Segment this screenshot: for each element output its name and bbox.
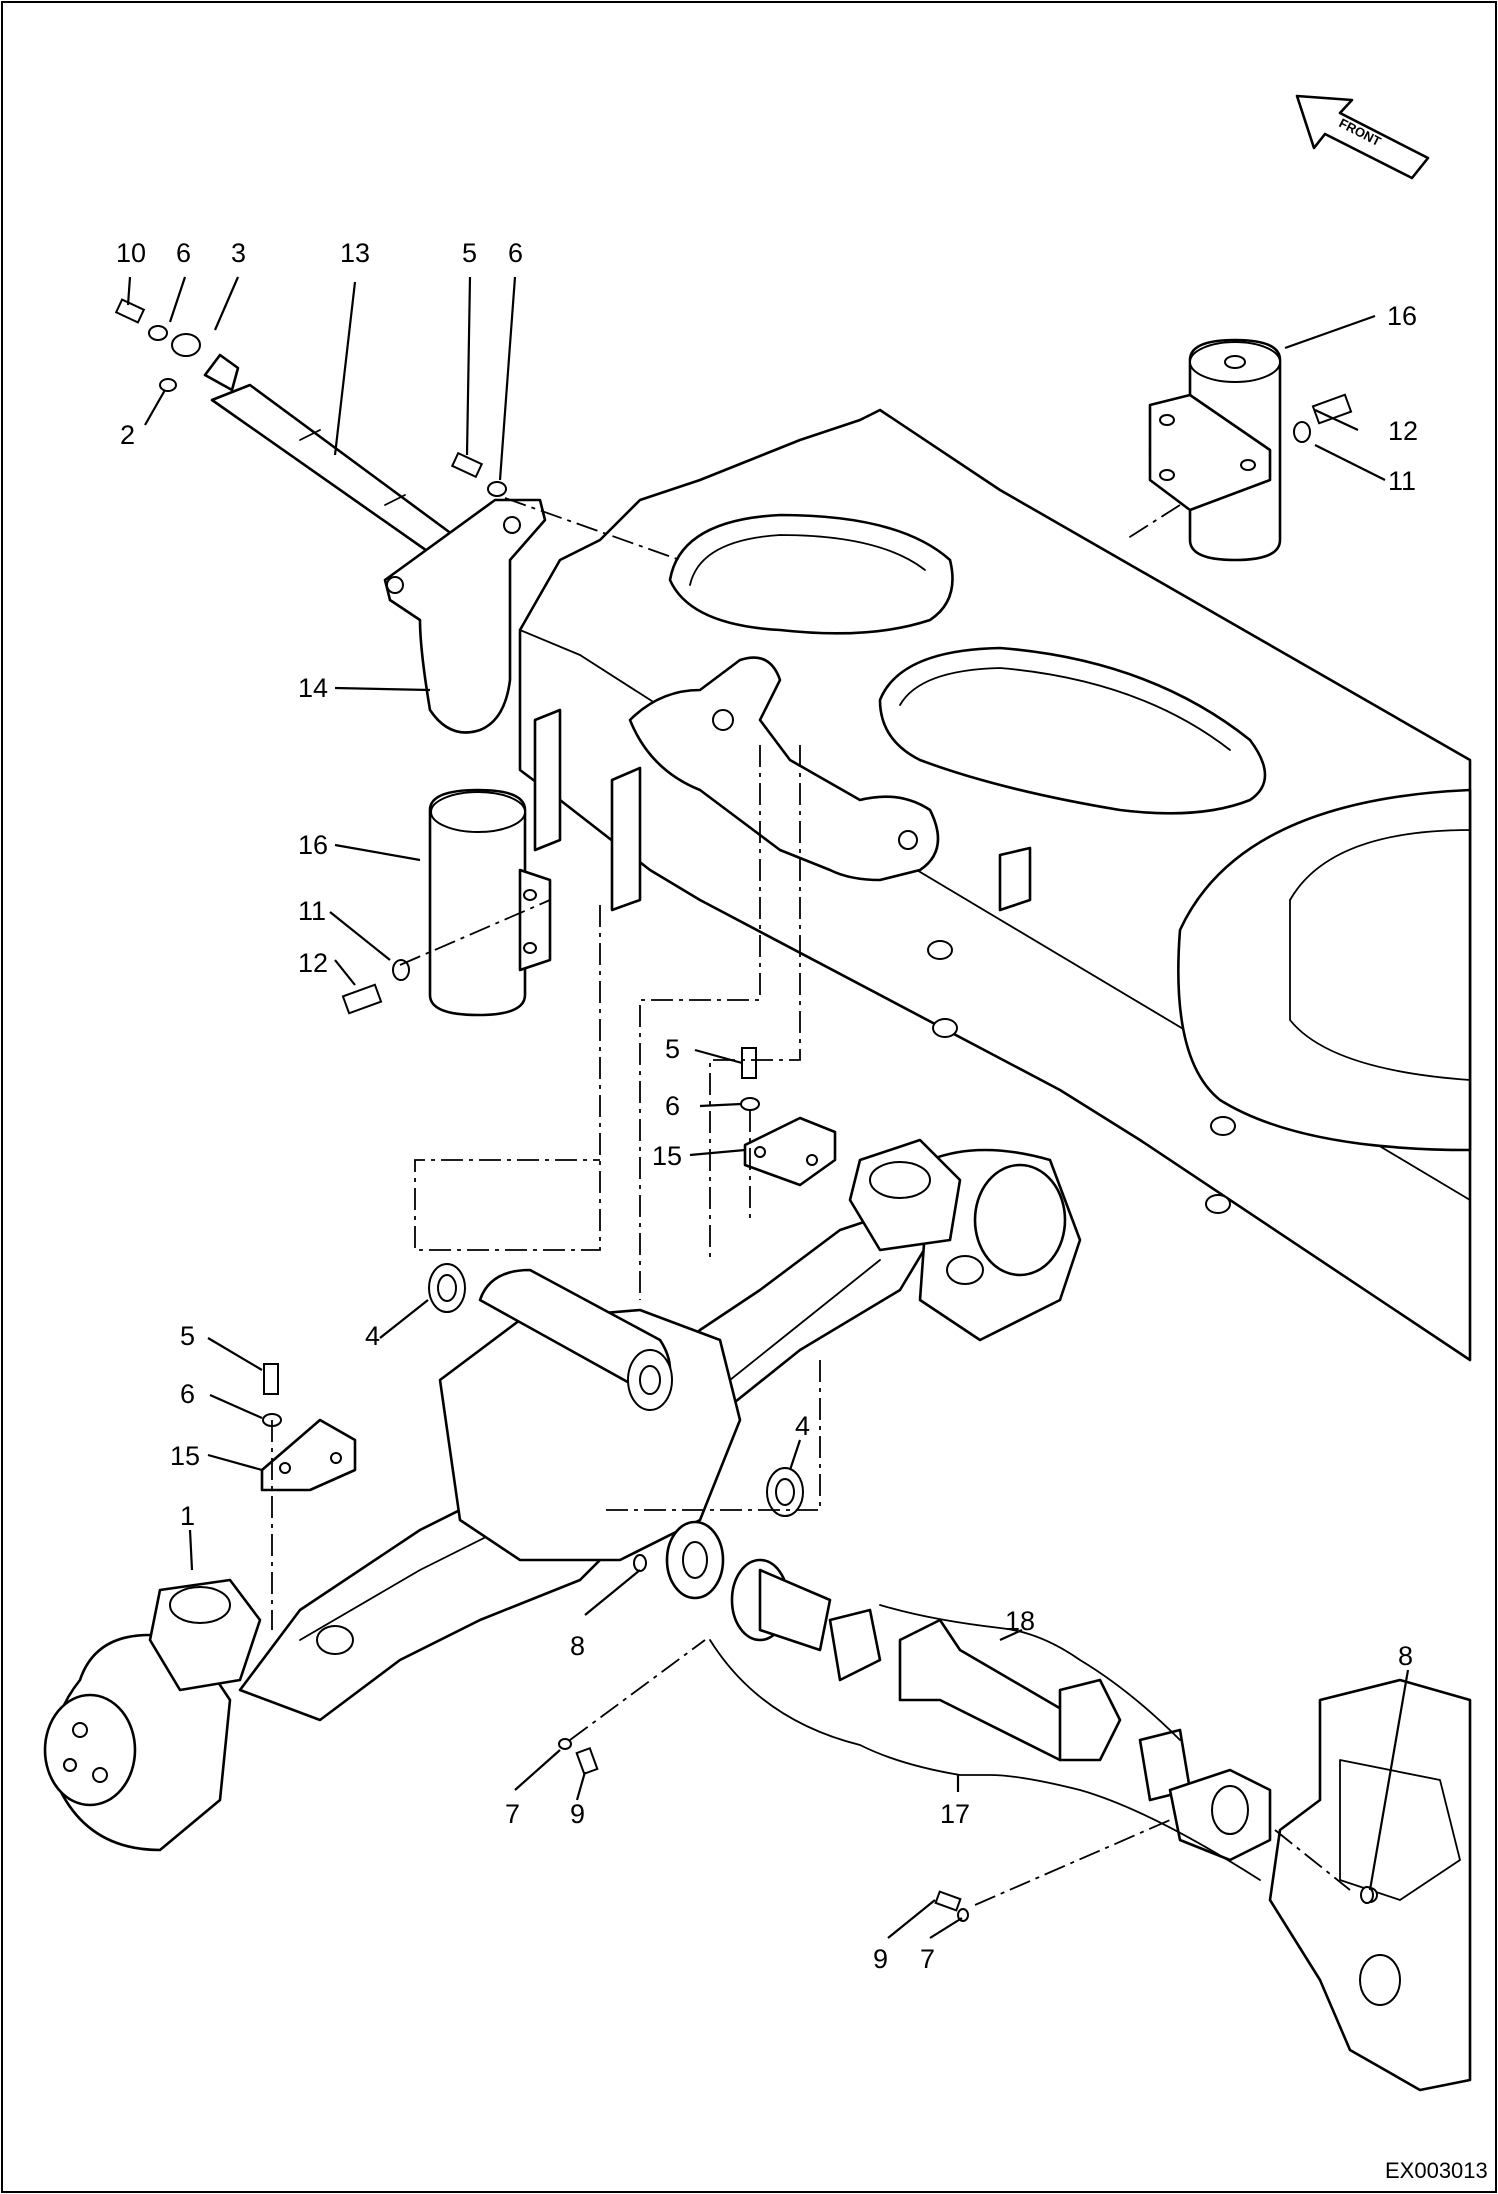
callout-17: 17: [940, 1799, 970, 1829]
callout-8: 8: [1398, 1641, 1413, 1671]
front-axle-1: [43, 1138, 1082, 1852]
callout-12: 12: [298, 948, 328, 978]
bolt-12-left: [341, 959, 410, 1015]
callout-16: 16: [1387, 301, 1417, 331]
callout-7: 7: [920, 1944, 935, 1974]
callout-5: 5: [462, 238, 477, 268]
callout-12: 12: [1388, 416, 1418, 446]
drive-shaft-18: [730, 1558, 1192, 1802]
washer-and-bolt-set-left: [114, 298, 201, 392]
callout-6: 6: [508, 238, 523, 268]
bolt-5-top: [450, 451, 507, 497]
callout-11: 11: [298, 896, 326, 926]
callout-8: 8: [570, 1631, 585, 1661]
front-direction-arrow-icon: FRONT: [1295, 94, 1430, 180]
callout-10: 10: [116, 238, 146, 268]
leader-lines: [126, 276, 1410, 1939]
callout-4: 4: [795, 1411, 810, 1441]
callout-6: 6: [180, 1379, 195, 1409]
callout-2: 2: [120, 420, 135, 450]
assembly-guide-lines: [271, 497, 1351, 1906]
callout-labels: 10 6 3 13 5 6 2 14 16 12 11 16 11 12 5 6…: [116, 238, 1418, 1974]
callout-3: 3: [231, 238, 246, 268]
washer-8-left: [633, 1554, 647, 1572]
callout-15: 15: [652, 1141, 682, 1171]
bracket-14: [383, 498, 547, 734]
callout-5: 5: [180, 1321, 195, 1351]
bolt-9-right: [934, 1890, 969, 1922]
callout-9: 9: [570, 1799, 585, 1829]
assembly-brace-17: [709, 1639, 1261, 1881]
bolt-12-right: [1293, 393, 1353, 443]
callout-18: 18: [1005, 1606, 1035, 1636]
callout-15: 15: [170, 1441, 200, 1471]
callout-7: 7: [505, 1799, 520, 1829]
cylinder-16-left: [428, 788, 552, 1017]
bolt-9-left: [558, 1738, 599, 1776]
callout-11: 11: [1388, 466, 1416, 496]
callout-16: 16: [298, 830, 328, 860]
callout-9: 9: [873, 1944, 888, 1974]
cover-plate-15-upper: [743, 1116, 837, 1187]
washer-8-right: [1360, 1886, 1374, 1904]
pin-13: [203, 353, 463, 562]
callout-5: 5: [665, 1034, 680, 1064]
cylinder-16-right: [1148, 338, 1282, 562]
bolt-5-left: [262, 1363, 282, 1427]
callout-1: 1: [180, 1501, 195, 1531]
callout-6: 6: [176, 238, 191, 268]
callout-4: 4: [365, 1321, 380, 1351]
yoke-flange-17: [1168, 1768, 1272, 1862]
cover-plate-15-lower: [260, 1418, 357, 1492]
assembly-brace-18: [879, 1604, 1181, 1741]
figure-code: EX003013: [1385, 2158, 1488, 2183]
callout-6: 6: [665, 1091, 680, 1121]
upper-frame: [518, 408, 1472, 1362]
callout-13: 13: [340, 238, 370, 268]
callout-14: 14: [298, 673, 328, 703]
bolt-5-center: [740, 1047, 760, 1111]
